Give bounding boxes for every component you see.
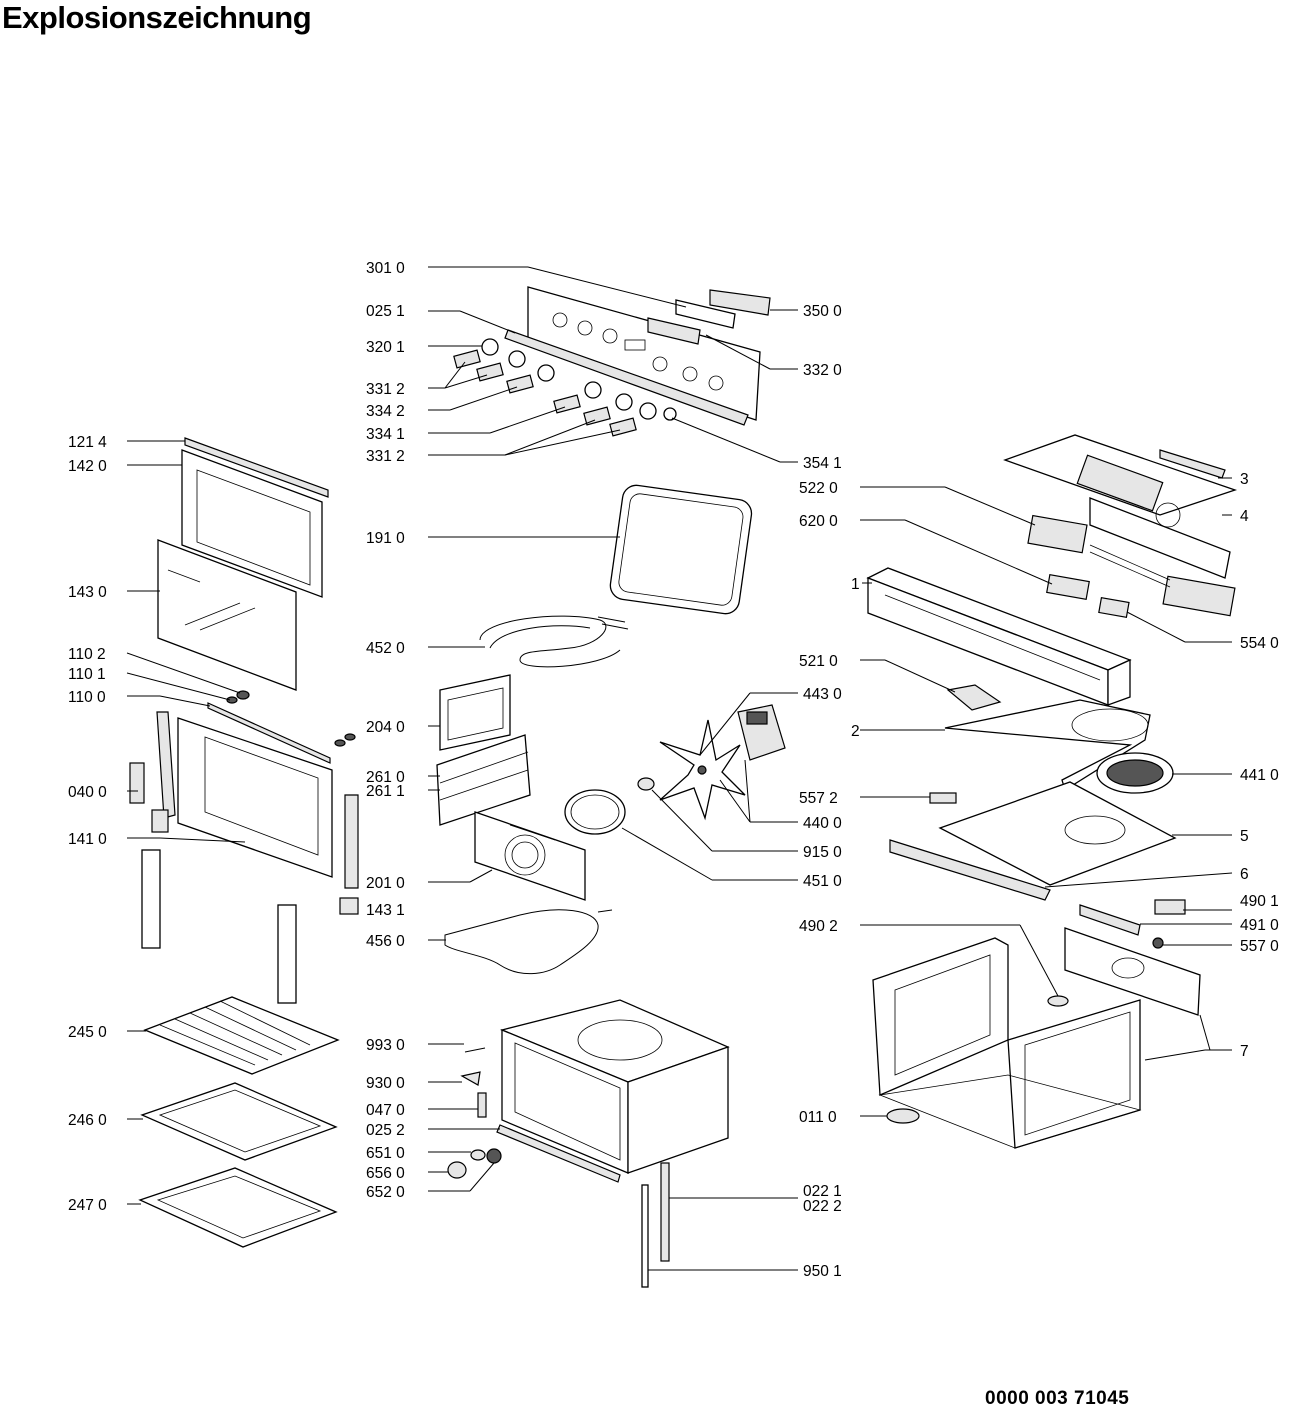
label-490-2: 490 2 — [799, 918, 838, 935]
label-025-1: 025 1 — [366, 303, 405, 320]
label-320-1: 320 1 — [366, 339, 405, 356]
label-334-1: 334 1 — [366, 426, 405, 443]
label-022-2: 022 2 — [803, 1198, 842, 1215]
label-040-0: 040 0 — [68, 784, 107, 801]
label-022-1: 022 1 — [803, 1183, 842, 1200]
label-451-0: 451 0 — [803, 873, 842, 890]
label-620-0: 620 0 — [799, 513, 838, 530]
control-panel-part — [504, 286, 761, 426]
document-number: 0000 003 71045 — [985, 1388, 1130, 1409]
door-front-part — [129, 711, 359, 915]
label-025-2: 025 2 — [366, 1122, 405, 1139]
label-246-0: 246 0 — [68, 1112, 107, 1129]
side-strips-part — [141, 849, 297, 1004]
label-443-0: 443 0 — [803, 686, 842, 703]
label-4: 4 — [1240, 508, 1249, 525]
part-number-labels: 301 0 025 1 320 1 331 2 334 2 334 1 331 … — [68, 260, 1279, 1280]
label-656-0: 656 0 — [366, 1165, 405, 1182]
display-module-part — [647, 289, 771, 345]
label-011-0: 011 0 — [799, 1109, 837, 1126]
label-554-0: 554 0 — [1240, 635, 1279, 652]
label-522-0: 522 0 — [799, 480, 838, 497]
label-143-0: 143 0 — [68, 584, 107, 601]
label-334-2: 334 2 — [366, 403, 405, 420]
drip-pan-part — [138, 1167, 338, 1248]
fan-blade-part — [637, 719, 746, 821]
label-3: 3 — [1240, 471, 1249, 488]
leader-lines — [126, 266, 1233, 1271]
door-seal-part — [609, 484, 753, 615]
back-panel-part — [1064, 899, 1201, 1016]
label-110-1: 110 1 — [68, 666, 106, 683]
electronics-modules-part — [1027, 514, 1236, 619]
fan-cover-part — [474, 811, 586, 901]
label-491-0: 491 0 — [1240, 917, 1279, 934]
label-950-1: 950 1 — [803, 1263, 842, 1280]
door-outer-glass-frame-part — [181, 449, 323, 598]
label-652-0: 652 0 — [366, 1184, 405, 1201]
fan-motor-part — [737, 704, 786, 761]
label-191-0: 191 0 — [366, 530, 405, 547]
baking-tray-part — [140, 1082, 338, 1161]
label-651-0: 651 0 — [366, 1145, 405, 1162]
label-331-2-b: 331 2 — [366, 448, 405, 465]
outer-casing-part — [872, 937, 1142, 1149]
ring-element-part — [564, 789, 626, 835]
label-110-0: 110 0 — [68, 689, 106, 706]
label-261-1: 261 1 — [366, 783, 405, 800]
wire-rack-part — [143, 996, 340, 1075]
label-1: 1 — [851, 576, 860, 593]
label-452-0: 452 0 — [366, 640, 405, 657]
label-354-1: 354 1 — [803, 455, 842, 472]
label-301-0: 301 0 — [366, 260, 405, 277]
label-110-2: 110 2 — [68, 646, 106, 663]
base-plates-part — [889, 781, 1177, 901]
label-261-0: 261 0 — [366, 769, 405, 786]
grill-element-part — [479, 615, 629, 668]
rack-guides-part — [436, 674, 531, 826]
label-490-1: 490 1 — [1240, 893, 1279, 910]
lower-element-part — [444, 909, 613, 975]
oven-cavity-part — [496, 999, 730, 1183]
door-inner-glass-part — [157, 539, 297, 691]
label-2: 2 — [851, 723, 860, 740]
knobs-part — [453, 338, 677, 437]
label-930-0: 930 0 — [366, 1075, 405, 1092]
label-350-0: 350 0 — [803, 303, 842, 320]
label-201-0: 201 0 — [366, 875, 405, 892]
label-047-0: 047 0 — [366, 1102, 405, 1119]
label-521-0: 521 0 — [799, 653, 838, 670]
label-121-4: 121 4 — [68, 434, 107, 451]
label-141-0: 141 0 — [68, 831, 107, 848]
small-grommet-part — [886, 995, 1069, 1124]
label-331-2-a: 331 2 — [366, 381, 405, 398]
door-top-trim-part — [184, 437, 329, 498]
page-title: Explosionszeichnung — [2, 0, 312, 35]
label-456-0: 456 0 — [366, 933, 405, 950]
label-6: 6 — [1240, 866, 1249, 883]
label-204-0: 204 0 — [366, 719, 405, 736]
label-332-0: 332 0 — [803, 362, 842, 379]
label-557-2: 557 2 — [799, 790, 838, 807]
label-245-0: 245 0 — [68, 1024, 107, 1041]
cooling-fan-part — [1096, 752, 1174, 794]
label-557-0: 557 0 — [1240, 938, 1279, 955]
label-993-0: 993 0 — [366, 1037, 405, 1054]
light-socket-part — [946, 684, 1002, 711]
label-7: 7 — [1240, 1043, 1249, 1060]
label-142-0: 142 0 — [68, 458, 107, 475]
label-5: 5 — [1240, 828, 1249, 845]
label-440-0: 440 0 — [803, 815, 842, 832]
small-parts-part — [447, 1047, 502, 1179]
front-frame-part — [866, 567, 1132, 706]
door-hinge-parts — [207, 690, 356, 764]
label-143-1: 143 1 — [366, 902, 405, 919]
label-247-0: 247 0 — [68, 1197, 107, 1214]
top-cover-part — [1003, 434, 1238, 579]
door-seal-strips-part — [641, 1162, 670, 1288]
switch-part — [929, 792, 957, 804]
label-441-0: 441 0 — [1240, 767, 1279, 784]
label-915-0: 915 0 — [803, 844, 842, 861]
